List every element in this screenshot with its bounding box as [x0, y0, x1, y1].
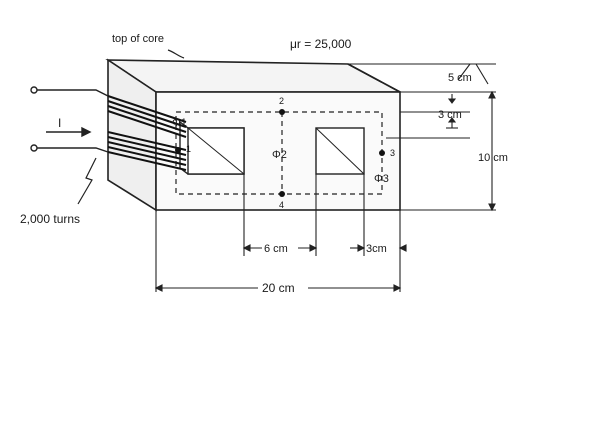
point-4: [279, 191, 285, 197]
top-of-core-leader: [167, 49, 185, 59]
turns-leader: [77, 157, 97, 205]
point-1: [175, 147, 181, 153]
measurement-points: [175, 109, 385, 197]
point-2: [279, 109, 285, 115]
dim-3cm-bottom-label: 3cm: [366, 243, 387, 255]
dim-6cm-label: 6 cm: [264, 243, 288, 255]
dim-20cm-label: 20 cm: [262, 281, 295, 295]
point-3-label: 3: [390, 148, 395, 158]
top-of-core-label: top of core: [112, 33, 164, 45]
dim-10cm-label: 10 cm: [478, 152, 508, 164]
point-4-label: 4: [279, 200, 284, 210]
left-window: [179, 120, 245, 175]
turns-label: 2,000 turns: [20, 212, 80, 226]
mu-r-label: μr = 25,000: [290, 37, 352, 51]
core-top-face: [105, 59, 401, 93]
dim-3cm-top-label: 3 cm: [438, 109, 462, 121]
dimension-lines-right: [348, 63, 496, 212]
flux-2-label: Φ2: [272, 149, 287, 161]
current-arrow: [46, 126, 92, 138]
point-1-label: 1: [186, 144, 191, 154]
point-3: [379, 150, 385, 156]
flux-3-label: Φ3: [374, 173, 389, 185]
flux-1-label: Φ1: [172, 117, 187, 129]
terminal-bottom: [30, 144, 38, 152]
coil-terminals: [30, 86, 109, 153]
current-label: I: [58, 116, 61, 130]
point-2-label: 2: [279, 96, 284, 106]
dim-5cm-label: 5 cm: [448, 72, 472, 84]
dimension-lines-bottom: [154, 174, 407, 292]
terminal-top: [30, 86, 38, 94]
coil-winding: [107, 95, 187, 171]
right-window: [315, 127, 365, 175]
